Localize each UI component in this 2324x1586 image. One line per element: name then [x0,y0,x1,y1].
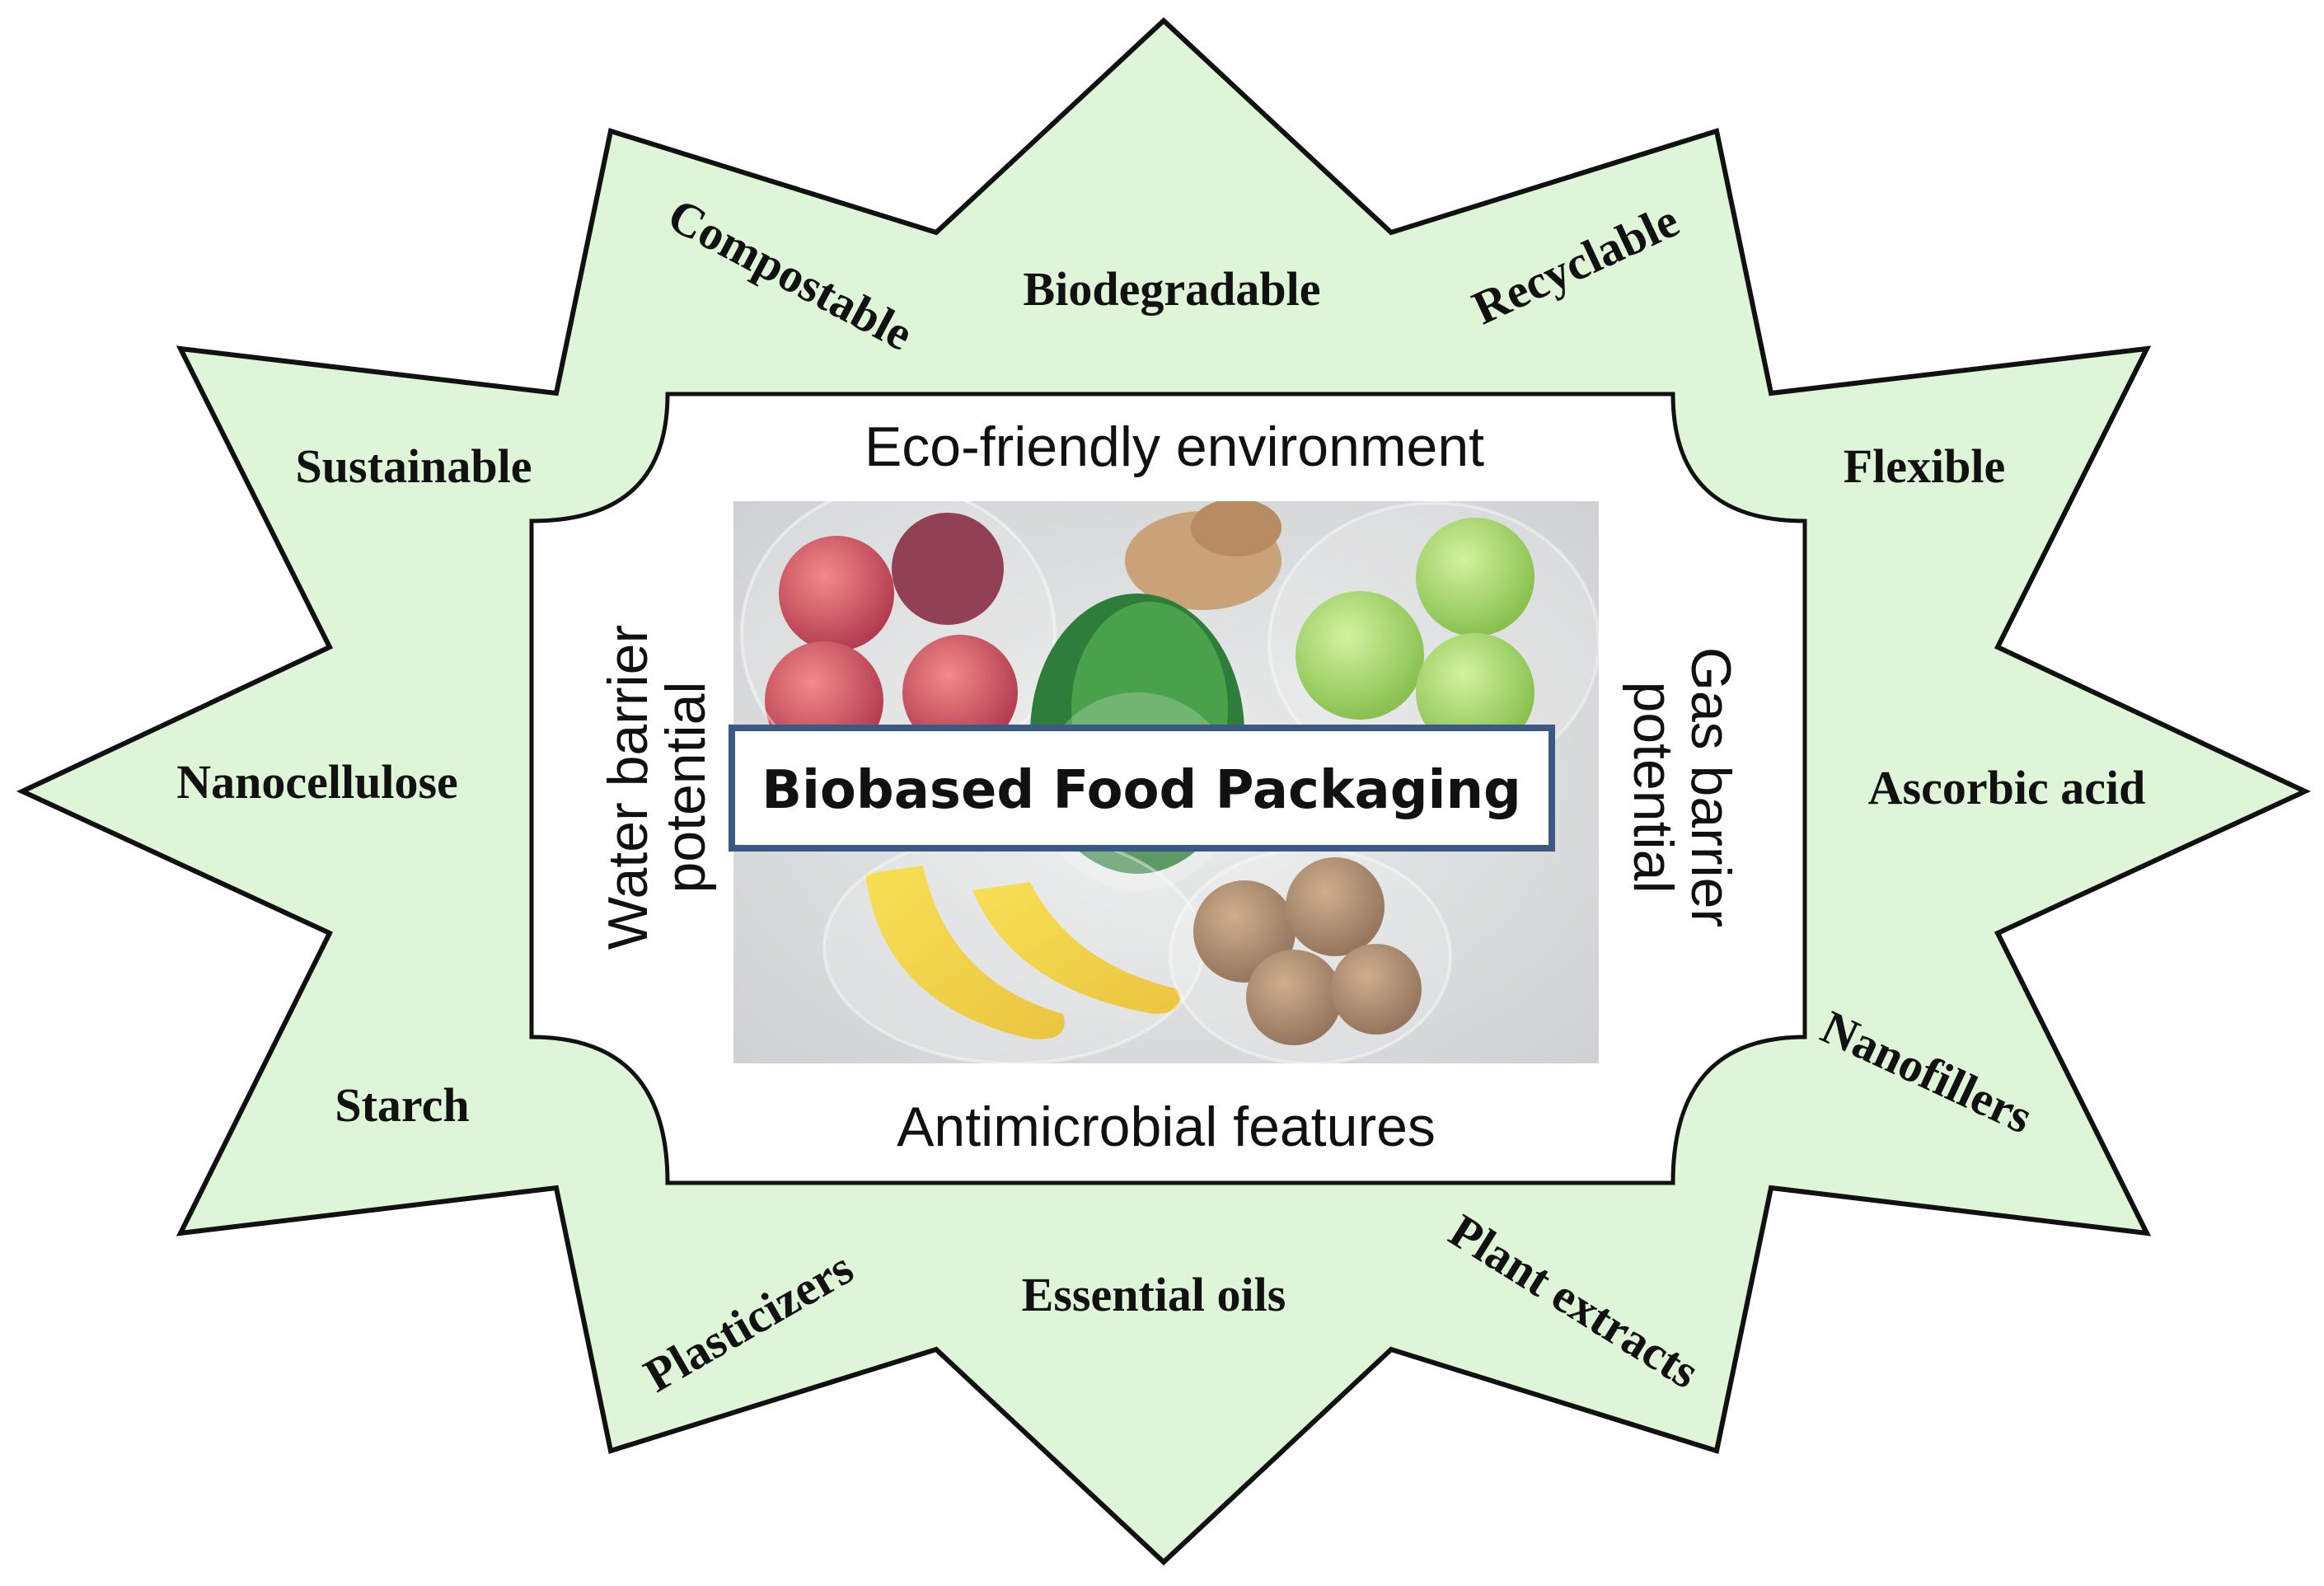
keyword-biodegradable: Biodegradable [1024,262,1321,316]
label-antimicrobial: Antimicrobial features [897,1096,1436,1158]
keyword-ascorbic-acid: Ascorbic acid [1868,761,2146,814]
keyword-essential-oils: Essential oils [1022,1268,1286,1321]
keyword-starch: Starch [335,1078,469,1132]
keyword-sustainable: Sustainable [296,439,532,493]
keyword-nanocellulose: Nanocellulose [176,755,458,809]
water-barrier-line1: Water barrier [597,625,659,950]
label-eco-friendly: Eco-friendly environment [864,415,1484,478]
label-water-barrier: Water barrier potential [597,625,717,950]
gas-barrier-line1: Gas barrier [1680,647,1742,927]
keyword-flexible: Flexible [1844,439,2006,493]
label-gas-barrier: Gas barrier potential [1622,647,1742,927]
diagram-title: Biobased Food Packaging [761,760,1521,821]
title-box [729,725,1555,852]
water-barrier-line2: potential [654,681,717,893]
gas-barrier-line2: potential [1622,681,1684,893]
